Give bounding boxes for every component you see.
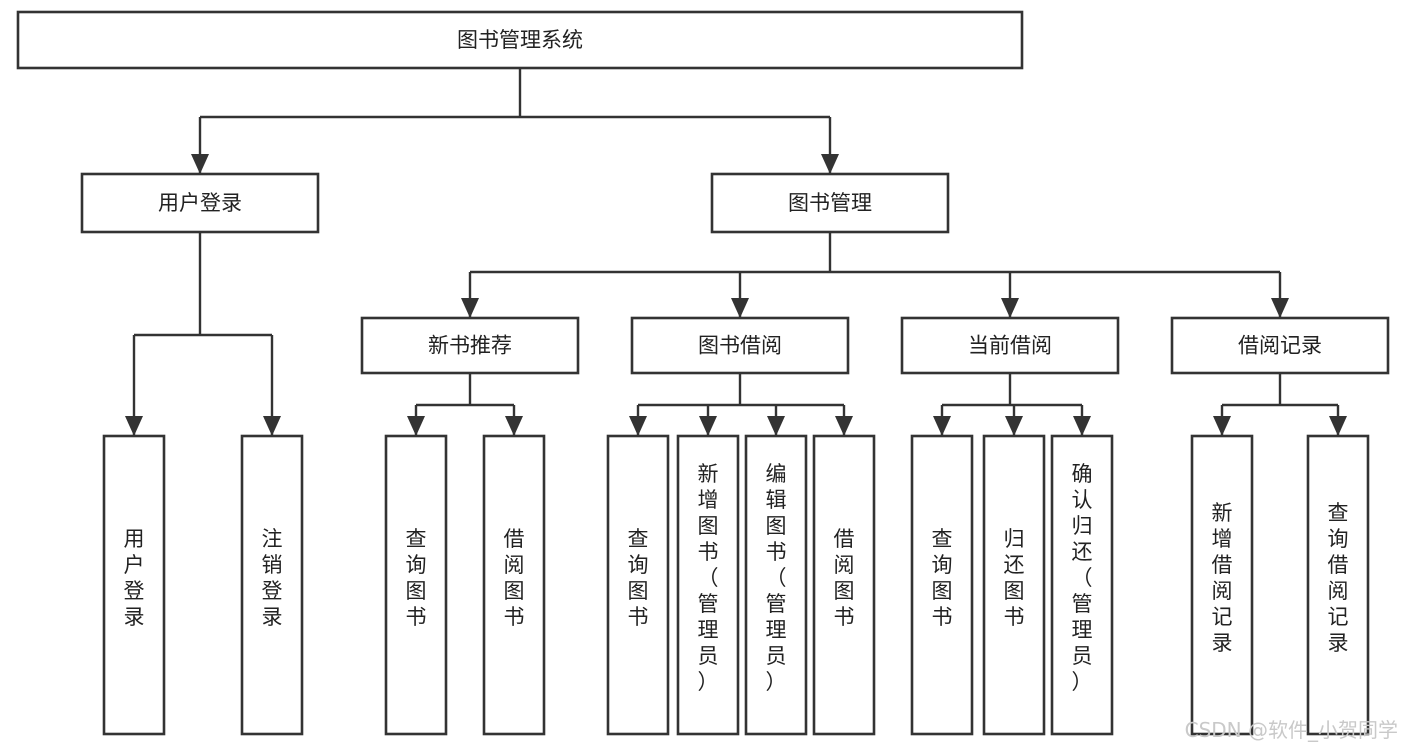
node-box-borrow-record: [1170, 316, 1390, 375]
node-borrow-record[interactable]: 借阅记录: [1170, 316, 1390, 375]
node-box-leaf-query-borrow-record: [1306, 434, 1370, 736]
node-layer: 图书管理系统用户登录图书管理新书推荐图书借阅当前借阅借阅记录用户登录注销登录查询…: [16, 10, 1390, 736]
node-label-leaf-borrow-book: 借阅图书: [834, 527, 855, 629]
node-label-leaf-borrow-book-recommend: 借阅图书: [504, 527, 525, 629]
arrow-head: [767, 416, 785, 436]
connector-layer: [125, 68, 1347, 436]
node-box-book-management: [710, 172, 950, 234]
arrow-head: [1271, 298, 1289, 318]
arrow-head: [835, 416, 853, 436]
arrow-head: [629, 416, 647, 436]
node-book-management[interactable]: 图书管理: [710, 172, 950, 234]
arrow-head: [125, 416, 143, 436]
watermark-text: CSDN @软件_小贺同学: [1185, 718, 1398, 742]
node-label-root: 图书管理系统: [457, 28, 583, 52]
arrow-head: [1001, 298, 1019, 318]
node-box-leaf-add-borrow-record: [1190, 434, 1254, 736]
arrow-head: [461, 298, 479, 318]
node-leaf-query-book-borrow[interactable]: 查询图书: [606, 434, 670, 736]
node-label-leaf-query-borrow-record: 查询借阅记录: [1328, 501, 1349, 655]
arrow-head: [1073, 416, 1091, 436]
node-label-current-borrow: 当前借阅: [968, 334, 1052, 358]
node-current-borrow[interactable]: 当前借阅: [900, 316, 1120, 375]
node-leaf-confirm-return-admin[interactable]: 确认归还（管理员）: [1050, 434, 1114, 736]
arrow-head: [933, 416, 951, 436]
node-label-leaf-query-book-current: 查询图书: [932, 527, 953, 629]
node-leaf-borrow-book[interactable]: 借阅图书: [812, 434, 876, 736]
arrow-head: [1005, 416, 1023, 436]
node-box-leaf-borrow-book-recommend: [482, 434, 546, 736]
node-leaf-user-login[interactable]: 用户登录: [102, 434, 166, 736]
node-box-book-borrow: [630, 316, 850, 375]
node-leaf-add-borrow-record[interactable]: 新增借阅记录: [1190, 434, 1254, 736]
arrow-head: [505, 416, 523, 436]
node-box-root: [16, 10, 1024, 70]
arrow-head: [1329, 416, 1347, 436]
arrow-head: [263, 416, 281, 436]
arrow-head: [699, 416, 717, 436]
node-box-current-borrow: [900, 316, 1120, 375]
node-label-leaf-return-book: 归还图书: [1004, 527, 1025, 629]
arrow-head: [821, 154, 839, 174]
node-box-leaf-borrow-book: [812, 434, 876, 736]
node-label-leaf-edit-book-admin: 编辑图书（管理员）: [766, 462, 787, 694]
node-label-leaf-confirm-return-admin: 确认归还（管理员）: [1072, 462, 1093, 694]
node-leaf-add-book-admin[interactable]: 新增图书（管理员）: [676, 434, 740, 736]
node-leaf-query-book-recommend[interactable]: 查询图书: [384, 434, 448, 736]
node-label-book-management: 图书管理: [788, 191, 872, 215]
node-label-leaf-user-login: 用户登录: [124, 527, 145, 629]
node-box-user-login: [80, 172, 320, 234]
node-label-leaf-add-borrow-record: 新增借阅记录: [1212, 501, 1233, 655]
node-box-leaf-confirm-return-admin: [1050, 434, 1114, 736]
node-box-leaf-user-login: [102, 434, 166, 736]
arrow-head: [731, 298, 749, 318]
node-box-leaf-logout: [240, 434, 304, 736]
arrow-head: [1213, 416, 1231, 436]
node-book-borrow[interactable]: 图书借阅: [630, 316, 850, 375]
node-label-user-login: 用户登录: [158, 191, 242, 215]
arrow-head: [407, 416, 425, 436]
node-label-leaf-logout: 注销登录: [262, 527, 283, 629]
node-user-login[interactable]: 用户登录: [80, 172, 320, 234]
node-label-leaf-add-book-admin: 新增图书（管理员）: [698, 462, 719, 694]
node-leaf-borrow-book-recommend[interactable]: 借阅图书: [482, 434, 546, 736]
node-root[interactable]: 图书管理系统: [16, 10, 1024, 70]
node-box-leaf-query-book-borrow: [606, 434, 670, 736]
node-box-leaf-add-book-admin: [676, 434, 740, 736]
node-leaf-query-borrow-record[interactable]: 查询借阅记录: [1306, 434, 1370, 736]
node-label-borrow-record: 借阅记录: [1238, 334, 1322, 358]
node-box-leaf-query-book-recommend: [384, 434, 448, 736]
node-leaf-logout[interactable]: 注销登录: [240, 434, 304, 736]
node-label-leaf-query-book-recommend: 查询图书: [406, 527, 427, 629]
arrow-head: [191, 154, 209, 174]
node-box-new-book-recommend: [360, 316, 580, 375]
node-new-book-recommend[interactable]: 新书推荐: [360, 316, 580, 375]
node-leaf-edit-book-admin[interactable]: 编辑图书（管理员）: [744, 434, 808, 736]
node-label-new-book-recommend: 新书推荐: [428, 334, 512, 358]
node-leaf-return-book[interactable]: 归还图书: [982, 434, 1046, 736]
node-leaf-query-book-current[interactable]: 查询图书: [910, 434, 974, 736]
node-box-leaf-query-book-current: [910, 434, 974, 736]
node-box-leaf-edit-book-admin: [744, 434, 808, 736]
node-box-leaf-return-book: [982, 434, 1046, 736]
node-label-book-borrow: 图书借阅: [698, 334, 782, 358]
node-label-leaf-query-book-borrow: 查询图书: [628, 527, 649, 629]
